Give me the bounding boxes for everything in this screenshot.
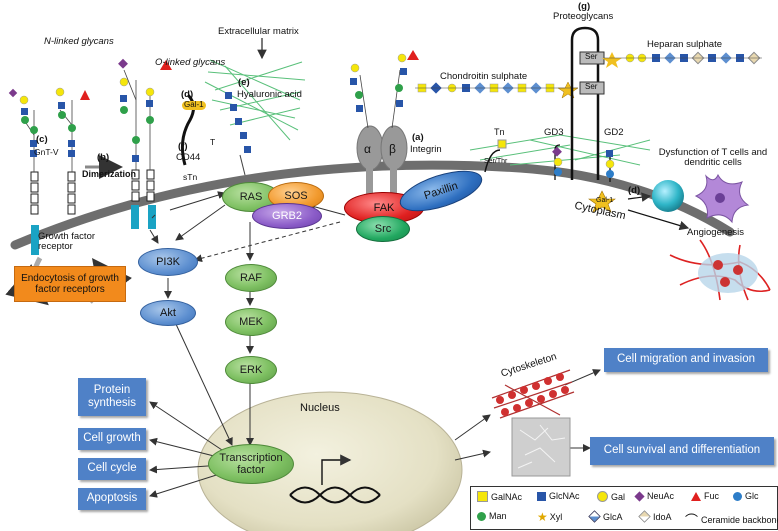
symbol-legend: GalNAc GlcNAc Gal NeuAc Fuc Glc Man ★Xyl… [470,486,778,530]
gal1-left-label: Gal-1 [182,100,206,110]
d-tag-right: (d) [628,185,641,196]
legend-glca: GlcA [588,510,623,523]
endocytosis-box: Endocytosis of growth factor receptors [14,266,126,302]
f-tag: (f) [178,141,188,152]
cell-growth-box: Cell growth [78,428,146,450]
growth-factor-receptors [30,169,155,215]
gntv-label: GnT-V [34,147,59,157]
legend-neuac: NeuAc [634,490,674,502]
akt-node: Akt [140,300,196,326]
d-tag-left: (d) [181,89,194,100]
hyaluronic-label: Hyaluronic acid [237,89,302,100]
src-node: Src [356,216,410,242]
dysfunction-label: Dysfunction of T cells and dendritic cel… [658,147,768,169]
ser-thr-label: Ser/Thr [484,158,508,165]
alpha-label: α [364,142,371,156]
legend-glcnac: GlcNAc [537,491,580,501]
beta-label: β [389,142,396,156]
ecm-label: Extracellular matrix [218,26,299,37]
proteoglycan-core [570,26,600,180]
legend-fuc: Fuc [691,491,719,501]
protein-synthesis-box: Protein synthesis [78,378,146,416]
apoptosis-box: Apoptosis [78,488,146,510]
dimerization-label: Dimerization [82,169,137,179]
proteoglycans-label: Proteoglycans [553,11,614,22]
legend-xyl: ★Xyl [537,510,563,524]
mek-node: MEK [225,308,277,336]
proteoglycans-tag: (g) [578,1,591,12]
hyaluronic-acid-chain [225,92,251,153]
raf-node: RAF [225,264,277,292]
gd3-label: GD3 [544,127,564,138]
nucleus-label: Nucleus [300,402,340,414]
e-tag: (e) [238,77,250,88]
legend-glc: Glc [733,491,759,501]
b-tag: (b) [97,152,110,163]
legend-idoa: IdoA [638,510,672,523]
grb2-node: GRB2 [252,203,322,229]
legend-galnac: GalNAc [477,491,522,502]
cytoskeleton-fibers [491,369,575,419]
stn-label: sTn [183,172,198,182]
ser-label-2: Ser [585,82,598,91]
n-glycans-label: N-linked glycans [44,36,114,47]
cell-migration-box: Cell migration and invasion [604,348,768,372]
nucleus-shape [197,391,463,531]
dna-helix [289,486,381,504]
tn-label: Tn [494,127,505,137]
o-glycans-label: O-linked glycans [155,57,226,68]
gd2-label: GD2 [604,127,624,138]
cell-survival-box: Cell survival and differentiation [590,437,774,465]
legend-gal: Gal [597,491,625,502]
a-tag: (a) [412,132,424,143]
ras-node: RAS [222,182,280,212]
cd44-label: CD44 [176,152,201,163]
angiogenesis-label: Angiogenesis [687,227,745,238]
chondroitin-label: Chondroitin sulphate [440,71,528,82]
pi3k-node: PI3K [138,248,198,276]
gf-receptor-label: Growth factor receptor [38,231,96,253]
gal1-right-label: Gal-1 [596,197,614,204]
t-antigen-label: T [210,137,216,147]
legend-man: Man [477,511,507,521]
cell-cycle-box: Cell cycle [78,458,146,480]
ser-label-1: Ser [585,52,598,61]
legend-ceramide: ⌒Ceramide backbone [685,513,778,528]
heparan-label: Heparan sulphate [647,39,722,50]
integrin-label: Integrin [410,144,442,155]
transcription-factor-node: Transcription factor [208,444,294,484]
sos-node: SOS [268,182,324,210]
c-tag: (c) [36,134,48,145]
heparan-sulphate-chain [602,51,761,68]
chondroitin-sulphate-chain [417,81,579,99]
erk-node: ERK [225,356,277,384]
